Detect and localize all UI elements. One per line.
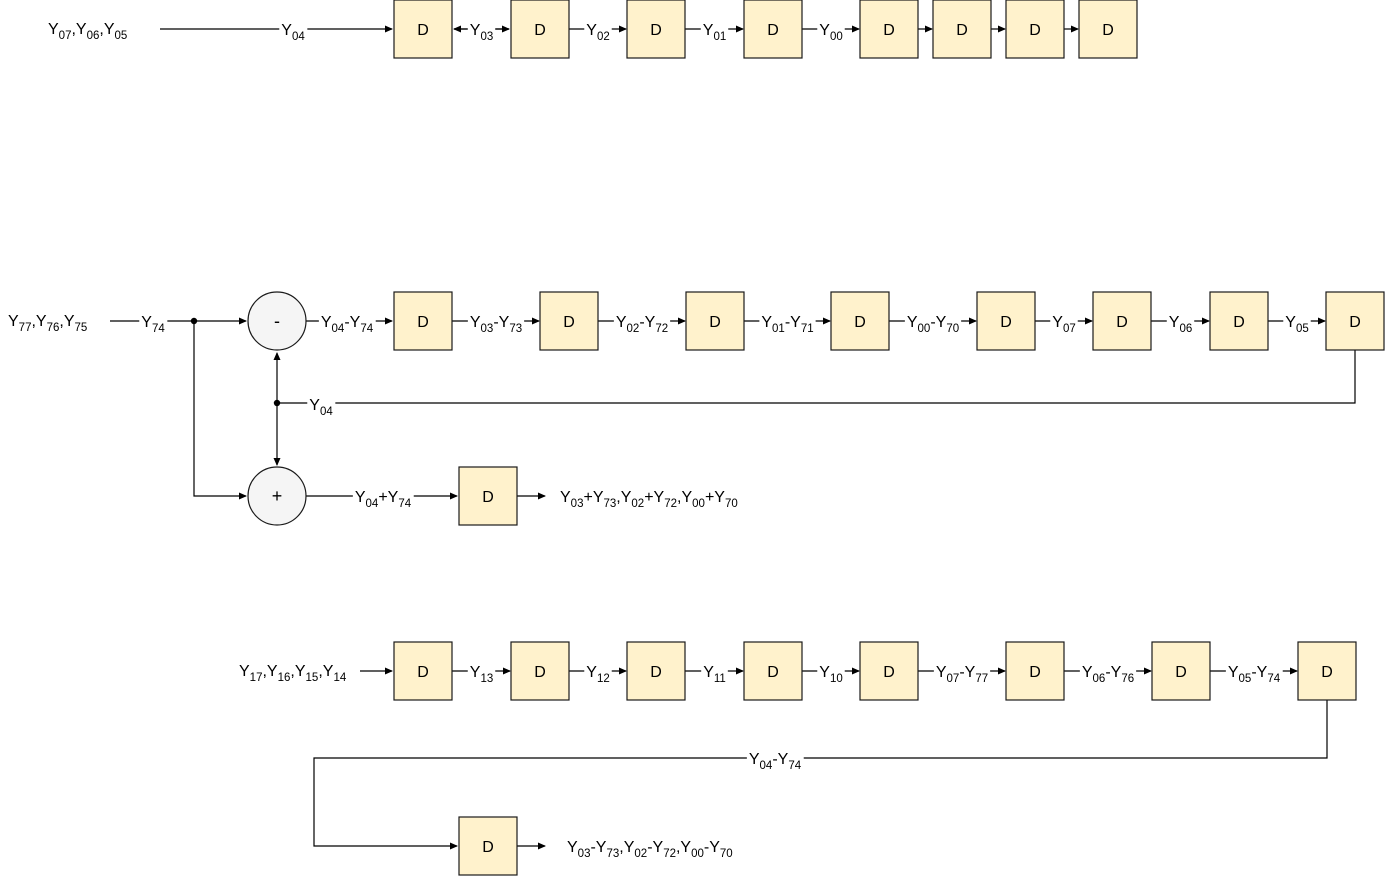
register-label: D	[563, 314, 575, 331]
delay-register: D	[1209, 291, 1269, 351]
register-label: D	[1321, 664, 1333, 681]
signal-label: Y10​	[819, 664, 842, 685]
register-label: D	[650, 664, 662, 681]
delay-register: D	[1325, 291, 1385, 351]
register-label: D	[534, 22, 546, 39]
signal-label: Y11​	[703, 664, 726, 685]
delay-register: D	[932, 0, 992, 59]
delay-register: D	[1005, 0, 1065, 59]
operator-symbol: -	[274, 311, 280, 331]
input-samples-row3: Y17​,Y16​,Y15​,Y14​	[239, 663, 347, 684]
junction-dot	[190, 317, 198, 325]
delay-register: D	[458, 466, 518, 526]
signal-label: Y03​-Y73​	[470, 314, 522, 335]
branch-wire	[193, 321, 247, 500]
feedback-wire	[277, 350, 1356, 404]
delay-register: D	[743, 0, 803, 59]
input-samples-row2: Y77​,Y76​,Y75​	[8, 313, 87, 334]
delay-register: D	[393, 641, 453, 701]
operator-symbol: +	[272, 486, 283, 506]
signal-label: Y74​	[141, 314, 165, 335]
register-label: D	[417, 664, 429, 681]
delay-register: D	[859, 0, 919, 59]
delay-register: D	[510, 0, 570, 59]
output-samples-row3: Y03​-Y73​,Y02​-Y72​,Y00​-Y70​	[567, 839, 733, 860]
register-label: D	[854, 314, 866, 331]
subtractor: -	[247, 291, 307, 351]
delay-register: D	[743, 641, 803, 701]
signal-label: Y02​-Y72​	[616, 314, 668, 335]
register-label: D	[1349, 314, 1361, 331]
delay-register: D	[510, 641, 570, 701]
signal-label: Y05​	[1285, 314, 1308, 335]
signal-label: Y13​	[470, 664, 493, 685]
adder: +	[247, 466, 307, 526]
register-label: D	[482, 489, 494, 506]
delay-register: D	[539, 291, 599, 351]
signal-label: Y04​+Y74​	[355, 489, 412, 510]
delay-register: D	[1005, 641, 1065, 701]
signal-label: Y06​-Y76​	[1082, 664, 1134, 685]
register-label: D	[650, 22, 662, 39]
register-label: D	[417, 314, 429, 331]
delay-register: D	[1151, 641, 1211, 701]
signal-label: Y00​-Y70​	[907, 314, 959, 335]
delay-register: D	[458, 816, 518, 876]
delay-register: D	[1297, 641, 1357, 701]
register-label: D	[767, 664, 779, 681]
signal-label: Y01​-Y71​	[761, 314, 813, 335]
signal-label: Y12​	[586, 664, 609, 685]
delay-register: D	[976, 291, 1036, 351]
register-label: D	[883, 664, 895, 681]
wires	[110, 25, 1356, 850]
feedback-wire	[313, 700, 1328, 850]
delay-register: D	[626, 0, 686, 59]
signal-label: Y06​	[1169, 314, 1192, 335]
register-label: D	[709, 314, 721, 331]
register-label: D	[534, 664, 546, 681]
signal-label: Y04​-Y74​	[321, 314, 374, 335]
junction-dot	[273, 399, 281, 407]
signal-label: Y07​-Y77​	[936, 664, 988, 685]
signal-label: Y02​	[586, 22, 609, 43]
signal-label: Y01​	[703, 22, 726, 43]
delay-register: D	[685, 291, 745, 351]
register-label: D	[1233, 314, 1245, 331]
register-label: D	[482, 839, 494, 856]
register-label: D	[1102, 22, 1114, 39]
delay-register: D	[830, 291, 890, 351]
signal-label: Y05​-Y74​	[1228, 664, 1281, 685]
signal-label: Y04​	[281, 22, 305, 43]
input-samples-row1: Y07​,Y06​,Y05​	[48, 21, 127, 42]
nodes: D D D D D D D D - + D D D D D D D D D D D D D D D D D D	[190, 0, 1385, 876]
register-label: D	[767, 22, 779, 39]
delay-register: D	[393, 291, 453, 351]
delay-register: D	[1078, 0, 1138, 59]
delay-register: D	[393, 0, 453, 59]
register-label: D	[1029, 664, 1041, 681]
register-label: D	[956, 22, 968, 39]
register-label: D	[1029, 22, 1041, 39]
register-label: D	[1000, 314, 1012, 331]
signal-label: Y00​	[819, 22, 842, 43]
register-label: D	[417, 22, 429, 39]
register-label: D	[883, 22, 895, 39]
signal-label: Y04​-Y74​	[749, 751, 802, 772]
delay-register: D	[1092, 291, 1152, 351]
delay-register: D	[626, 641, 686, 701]
signal-label: Y04​	[309, 397, 333, 418]
delay-register: D	[859, 641, 919, 701]
register-label: D	[1116, 314, 1128, 331]
signal-label: Y07​	[1052, 314, 1075, 335]
register-label: D	[1175, 664, 1187, 681]
labels: Y07​,Y06​,Y05​ Y04​ Y03​ Y02​ Y01​ Y00​ Y77​,Y…	[8, 21, 1311, 860]
signal-label: Y03​	[470, 22, 493, 43]
output-samples-row2: Y03​+Y73​,Y02​+Y72​,Y00​+Y70​	[560, 489, 738, 510]
